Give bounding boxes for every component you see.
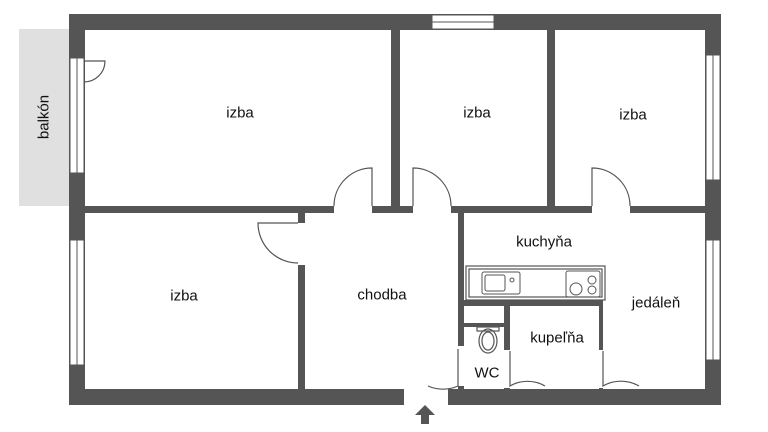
interior-walls (85, 30, 705, 389)
balcony-label: balkón (35, 94, 53, 140)
sink-icon (481, 271, 521, 295)
room-izba-middle: izba (463, 104, 491, 122)
toilet-icon (476, 326, 500, 354)
kitchen-counter (465, 265, 606, 301)
room-kupelna: kupeľňa (530, 329, 584, 347)
balcony-area (19, 29, 69, 206)
entrance-arrow-icon (415, 405, 435, 424)
room-izba-lower: izba (170, 287, 198, 305)
room-chodba: chodba (357, 286, 407, 304)
room-izba-right: izba (619, 106, 647, 124)
room-jedalen: jedáleň (631, 294, 681, 312)
room-wc: WC (474, 364, 500, 382)
room-izba-large: izba (226, 104, 254, 122)
door-swing-icon (83, 60, 640, 390)
door-openings (297, 205, 630, 406)
windows (69, 14, 721, 366)
stove-icon (565, 270, 601, 298)
room-kuchyna: kuchyňa (516, 233, 572, 251)
